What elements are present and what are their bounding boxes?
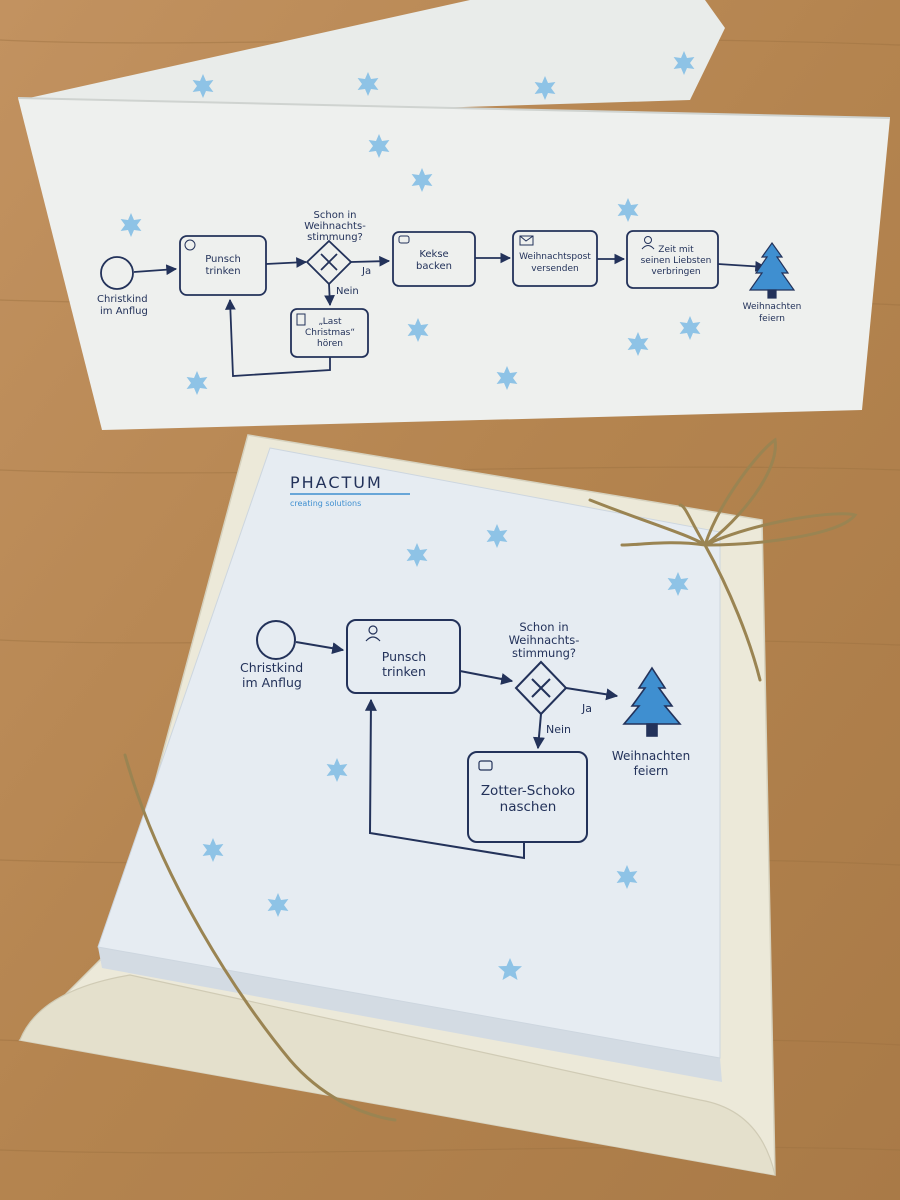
card-no-label: Nein [336, 286, 359, 297]
box-task-punsch [346, 619, 461, 694]
card-front-panel [18, 98, 890, 430]
hand-icon [398, 235, 410, 244]
brand-tagline: creating solutions [290, 499, 361, 508]
gift-box: PHACTUM creating solutions [18, 434, 858, 1176]
box-no-label: Nein [546, 723, 571, 736]
card-task-punsch [179, 235, 267, 296]
document-icon [296, 313, 306, 326]
user-icon [644, 236, 652, 244]
box-start-event [256, 620, 296, 660]
gear-icon [184, 239, 196, 251]
brand-logo: PHACTUM [290, 473, 383, 492]
box-process-diagram [256, 619, 619, 860]
user-icon [368, 625, 378, 635]
box-lid-side [98, 947, 722, 1082]
box-lid [97, 447, 721, 1059]
card-task-kekse [392, 231, 476, 287]
card-process-diagram [100, 230, 767, 377]
box-yes-label: Ja [581, 702, 592, 715]
box-christmas-tree-icon [622, 666, 682, 737]
card-yes-label: Ja [361, 266, 371, 277]
card-task-zeit [626, 230, 719, 289]
card-christmas-tree-icon [748, 241, 796, 299]
envelope-icon [519, 235, 534, 246]
card-task-icons [184, 235, 655, 326]
card-start-event [100, 256, 134, 290]
gold-cord [123, 437, 858, 1122]
box-subtask-zotter [467, 751, 588, 843]
hand-icon [478, 760, 493, 771]
box-task-icons [365, 625, 493, 771]
